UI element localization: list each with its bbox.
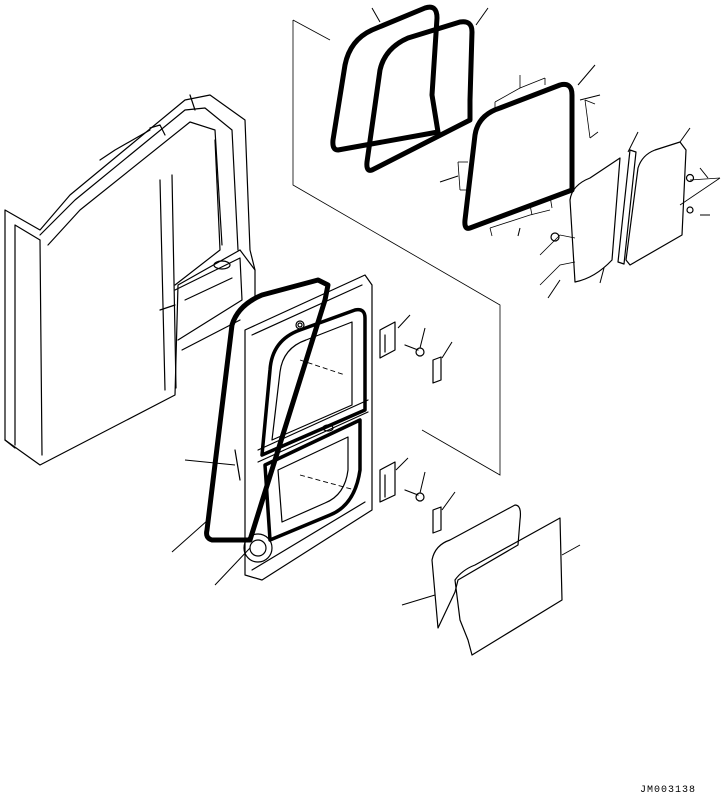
lower-panel xyxy=(431,504,563,656)
upper-glass-group xyxy=(292,4,721,476)
door-assembly xyxy=(204,274,442,581)
leader-lines xyxy=(171,7,710,606)
drawing-code: JM003138 xyxy=(640,785,697,796)
cab-frame xyxy=(4,94,256,466)
